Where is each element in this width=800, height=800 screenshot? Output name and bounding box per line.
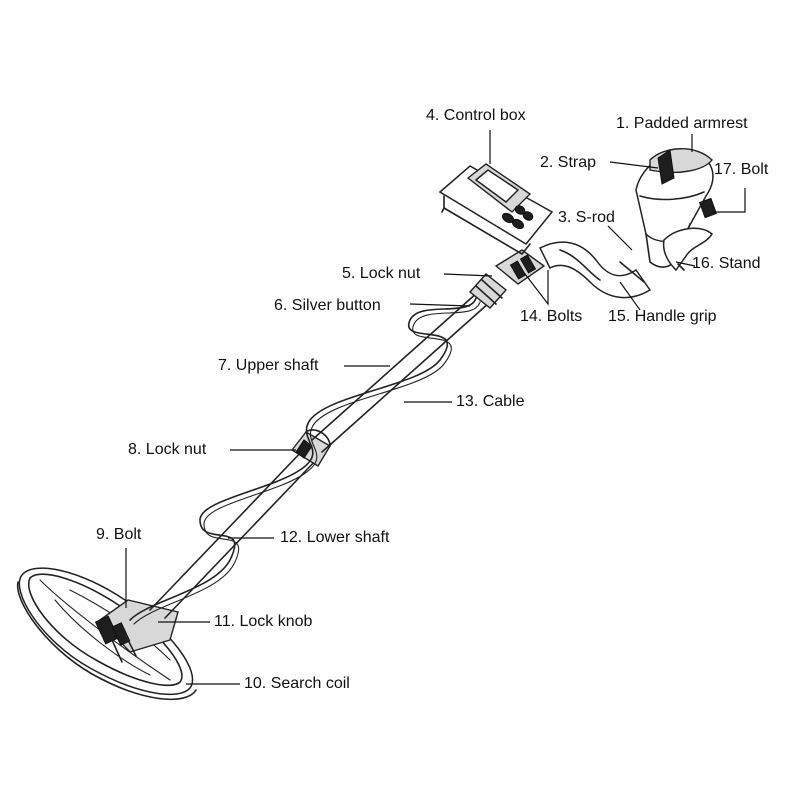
control-box xyxy=(438,163,554,255)
label-strap: 2. Strap xyxy=(540,154,597,171)
leader-lines xyxy=(125,130,746,685)
label-search-coil: 10. Search coil xyxy=(244,675,350,692)
upper-shaft xyxy=(311,291,491,453)
label-lower-shaft: 12. Lower shaft xyxy=(280,529,390,546)
label-bolt-coil: 9. Bolt xyxy=(96,526,142,543)
leader-s-rod xyxy=(607,225,633,251)
label-s-rod: 3. S-rod xyxy=(558,209,615,226)
leader-handle-grip xyxy=(619,281,641,311)
control-button-4 xyxy=(514,205,526,215)
bolt-mount-2 xyxy=(519,254,537,274)
leader-lock-nut-upper xyxy=(443,273,493,277)
padded-armrest xyxy=(635,148,718,268)
lock-nut-upper xyxy=(468,273,508,309)
label-bolt-armrest: 17. Bolt xyxy=(714,161,769,178)
label-silver-button: 6. Silver button xyxy=(274,297,381,314)
label-lock-knob: 11. Lock knob xyxy=(214,613,313,630)
stand xyxy=(662,227,713,272)
label-stand: 16. Stand xyxy=(692,255,761,272)
coil-mount xyxy=(94,599,179,663)
s-rod xyxy=(538,241,652,299)
label-cable: 13. Cable xyxy=(456,393,525,410)
strap-part xyxy=(657,149,675,185)
label-padded-armrest: 1. Padded armrest xyxy=(616,115,748,132)
cable xyxy=(129,297,481,625)
label-bolts: 14. Bolts xyxy=(520,308,583,325)
leader-strap xyxy=(609,161,659,169)
label-upper-shaft: 7. Upper shaft xyxy=(218,357,319,374)
bolt-armrest-part xyxy=(698,197,718,219)
label-lock-nut-upper: 5. Lock nut xyxy=(342,265,421,282)
leader-bolt-armrest xyxy=(712,188,746,213)
bolt-mount-1 xyxy=(509,260,527,280)
label-handle-grip: 15. Handle grip xyxy=(608,308,717,325)
leader-stand xyxy=(675,261,696,267)
control-button-2 xyxy=(511,218,525,230)
label-lock-nut-lower: 8. Lock nut xyxy=(128,441,207,458)
control-box-mount xyxy=(494,249,546,285)
leader-silver-button xyxy=(409,303,471,307)
leader-bolts xyxy=(521,269,549,306)
label-control-box: 4. Control box xyxy=(426,107,526,124)
